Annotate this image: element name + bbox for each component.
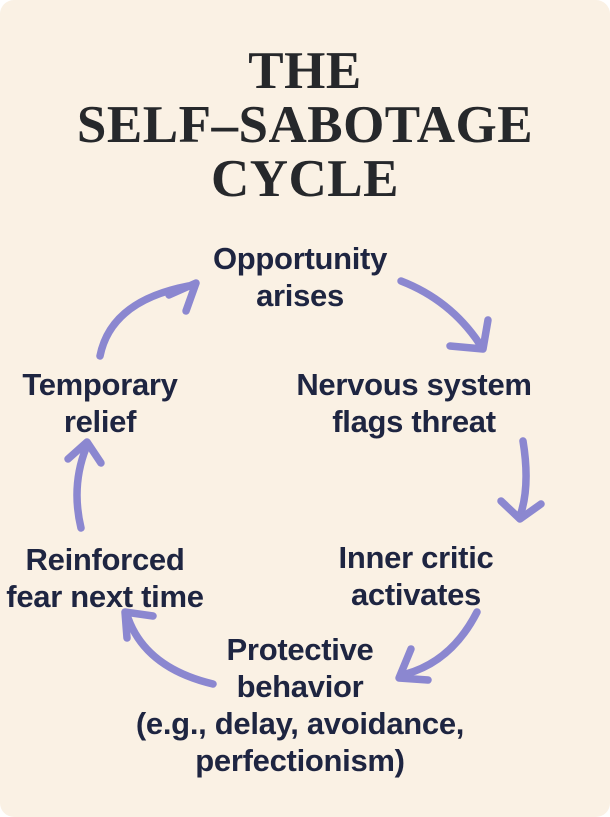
arrow-reinforced-fear-to-temporary-relief-icon bbox=[64, 438, 105, 532]
title-line-3: CYCLE bbox=[210, 150, 400, 208]
page-title: THE SELF–SABOTAGE CYCLE bbox=[0, 44, 610, 206]
node-line: fear next time bbox=[6, 579, 204, 614]
node-temporary-relief: Temporary relief bbox=[22, 366, 178, 440]
node-line: arises bbox=[256, 278, 344, 313]
node-line: Reinforced bbox=[25, 542, 185, 577]
node-line: Temporary bbox=[22, 367, 178, 402]
node-opportunity-arises: Opportunity arises bbox=[213, 240, 387, 314]
arrow-nervous-system-to-inner-critic-icon bbox=[497, 437, 545, 523]
node-line: perfectionism) bbox=[195, 743, 405, 778]
arrow-temporary-relief-to-opportunity-icon bbox=[96, 279, 200, 360]
node-line: Opportunity bbox=[212, 241, 388, 276]
node-nervous-system-flags-threat: Nervous system flags threat bbox=[296, 366, 532, 440]
node-line: Protective bbox=[226, 632, 374, 667]
title-line-2: SELF–SABOTAGE bbox=[76, 96, 534, 154]
node-line: flags threat bbox=[332, 404, 496, 439]
title-line-1: THE bbox=[248, 42, 362, 100]
node-inner-critic-activates: Inner critic activates bbox=[339, 539, 494, 613]
node-line: relief bbox=[63, 404, 137, 439]
node-line: behavior bbox=[236, 669, 364, 704]
node-line: (e.g., delay, avoidance, bbox=[135, 706, 465, 741]
node-protective-behavior: Protective behavior (e.g., delay, avoida… bbox=[136, 631, 464, 779]
node-line: Inner critic bbox=[338, 540, 494, 575]
arrow-opportunity-to-nervous-system-icon bbox=[397, 277, 492, 353]
node-line: Nervous system bbox=[296, 367, 532, 402]
node-line: activates bbox=[350, 577, 481, 612]
node-reinforced-fear-next-time: Reinforced fear next time bbox=[6, 541, 204, 615]
